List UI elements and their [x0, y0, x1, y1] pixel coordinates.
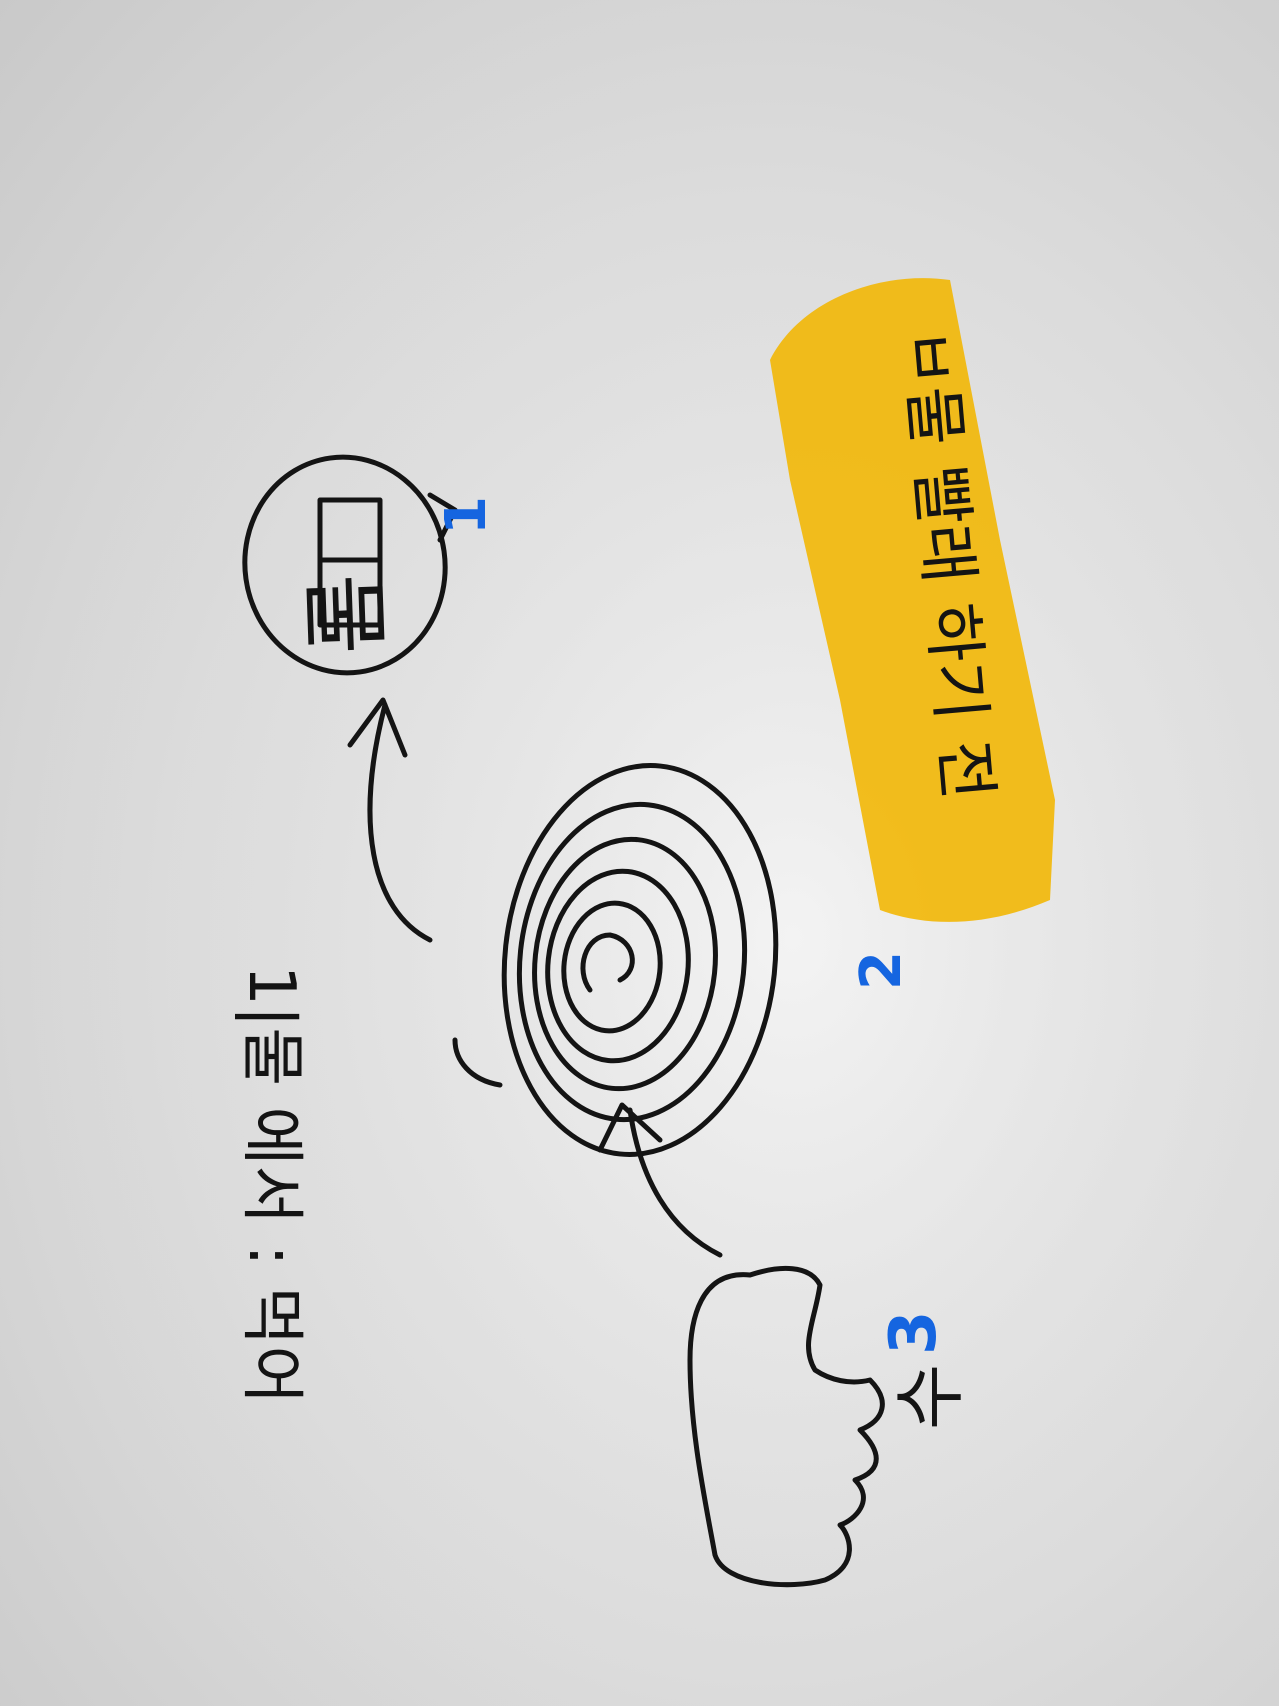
step-3-number: 3 [877, 1310, 951, 1355]
step-3-glyph: 수 [888, 1364, 972, 1430]
arrow-head-spiral [597, 1102, 663, 1153]
step-1-circle-group: 물 [242, 454, 458, 676]
spiral-center [580, 932, 635, 993]
arrow-spiral-to-step-1 [367, 702, 433, 943]
side-note: 1|물 에서 : 먹어 [234, 965, 308, 1404]
step-3-cloud [687, 1265, 885, 1588]
spiral-ring-3 [532, 836, 718, 1092]
step-1-number: 1 [434, 496, 499, 535]
circle-arrow-tick [427, 492, 458, 543]
spiral-ring-1 [501, 763, 779, 1157]
arrow-head-step-1 [347, 697, 408, 758]
step-2-number: 2 [849, 951, 914, 990]
step-1-circle [242, 454, 448, 676]
step-1-glyph-box [317, 497, 383, 628]
spiral-ring-5 [561, 900, 663, 1034]
arrow-step-3-to-spiral [627, 1107, 723, 1258]
highlighter-stroke [770, 278, 1055, 922]
spiral-tail [452, 1037, 503, 1088]
spiral-ring-4 [545, 868, 691, 1064]
